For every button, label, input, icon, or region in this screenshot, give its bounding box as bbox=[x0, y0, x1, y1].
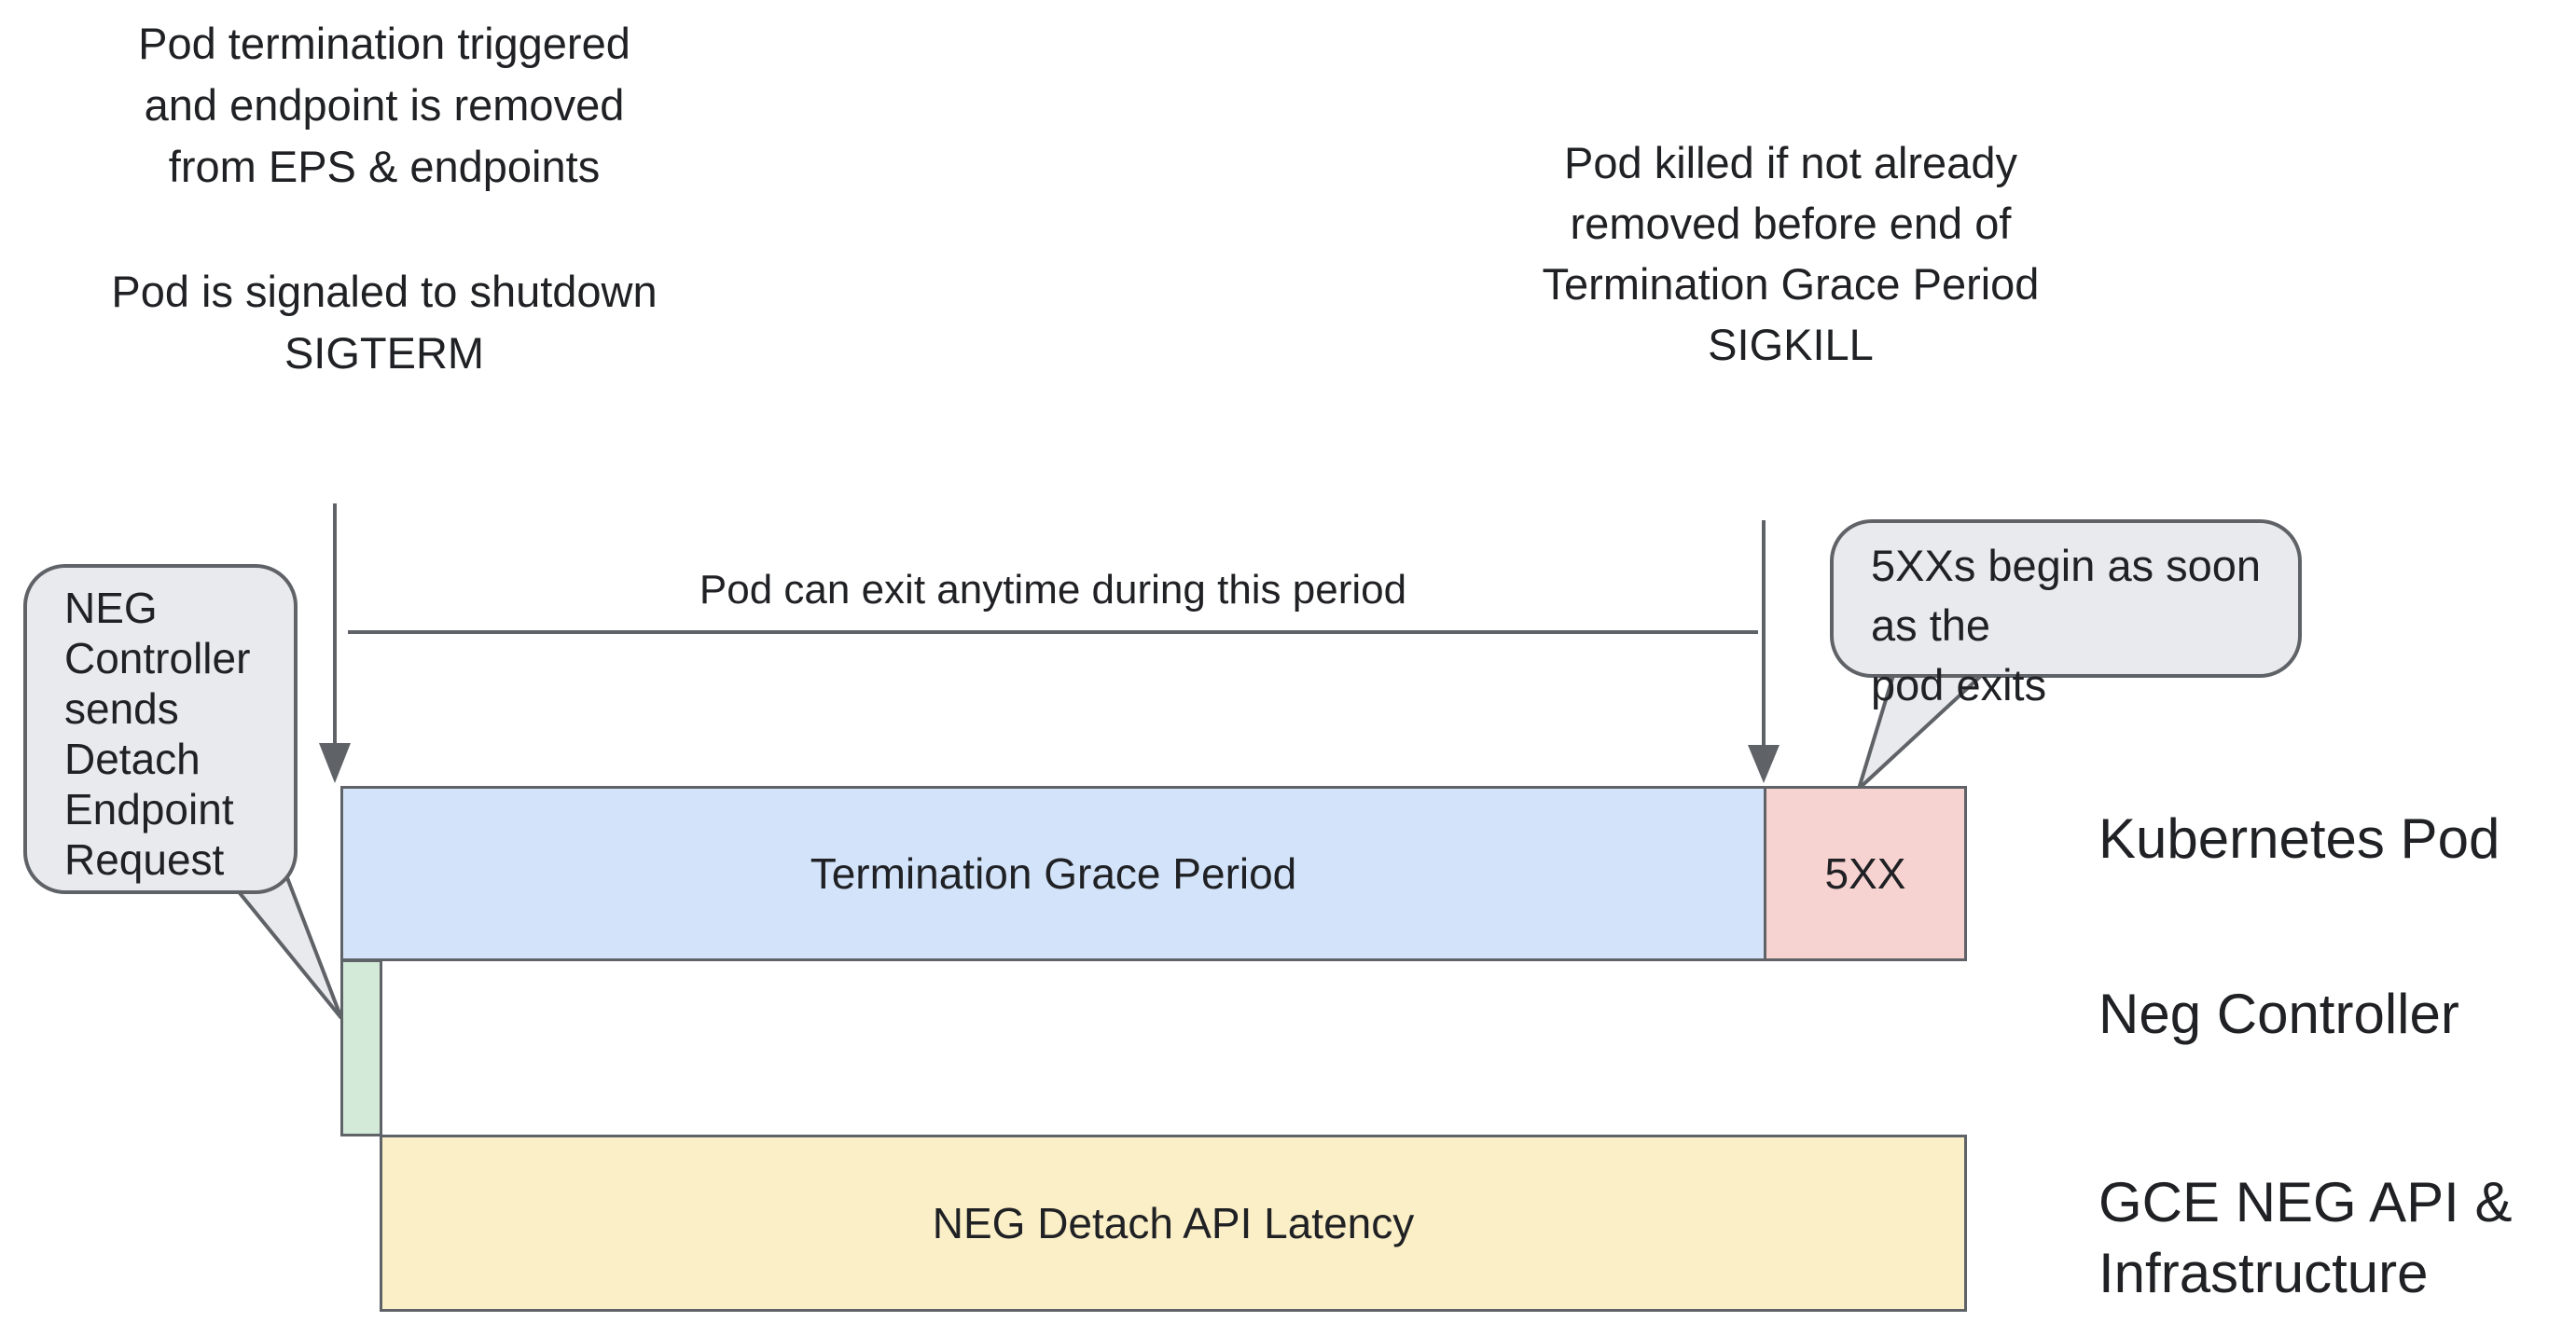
bar-neg-detach-api-latency-label: NEG Detach API Latency bbox=[932, 1199, 1415, 1247]
bar-detach-request bbox=[340, 959, 382, 1136]
bar-termination-grace-period-label: Termination Grace Period bbox=[810, 849, 1297, 898]
bar-five-xx-label: 5XX bbox=[1824, 849, 1906, 898]
sigterm-down-arrow-icon bbox=[319, 503, 351, 783]
annotation-pod-killed: Pod killed if not already removed before… bbox=[1542, 138, 2040, 369]
lane-label-gce-neg-api-infrastructure: GCE NEG API & Infrastructure bbox=[2098, 1171, 2513, 1304]
bar-five-xx: 5XX bbox=[1764, 786, 1967, 961]
lane-label-kubernetes-pod: Kubernetes Pod bbox=[2098, 807, 2500, 870]
callout-five-xx-begin-text: 5XXs begin as soon as the pod exits bbox=[1871, 541, 2262, 709]
annotation-pod-signaled: Pod is signaled to shutdown SIGTERM bbox=[111, 267, 658, 378]
callout-neg-controller-sends: NEG Controller sends Detach Endpoint Req… bbox=[23, 564, 298, 894]
callout-neg-controller-sends-text: NEG Controller sends Detach Endpoint Req… bbox=[64, 584, 251, 884]
bar-termination-grace-period: Termination Grace Period bbox=[340, 786, 1766, 961]
sigkill-down-arrow-icon bbox=[1748, 520, 1780, 783]
annotation-exit-window: Pod can exit anytime during this period bbox=[699, 567, 1407, 613]
callout-five-xx-begin: 5XXs begin as soon as the pod exits bbox=[1830, 519, 2302, 709]
annotation-pod-termination: Pod termination triggered and endpoint i… bbox=[138, 19, 630, 191]
lane-label-neg-controller: Neg Controller bbox=[2098, 983, 2459, 1045]
bar-neg-detach-api-latency: NEG Detach API Latency bbox=[380, 1135, 1967, 1312]
